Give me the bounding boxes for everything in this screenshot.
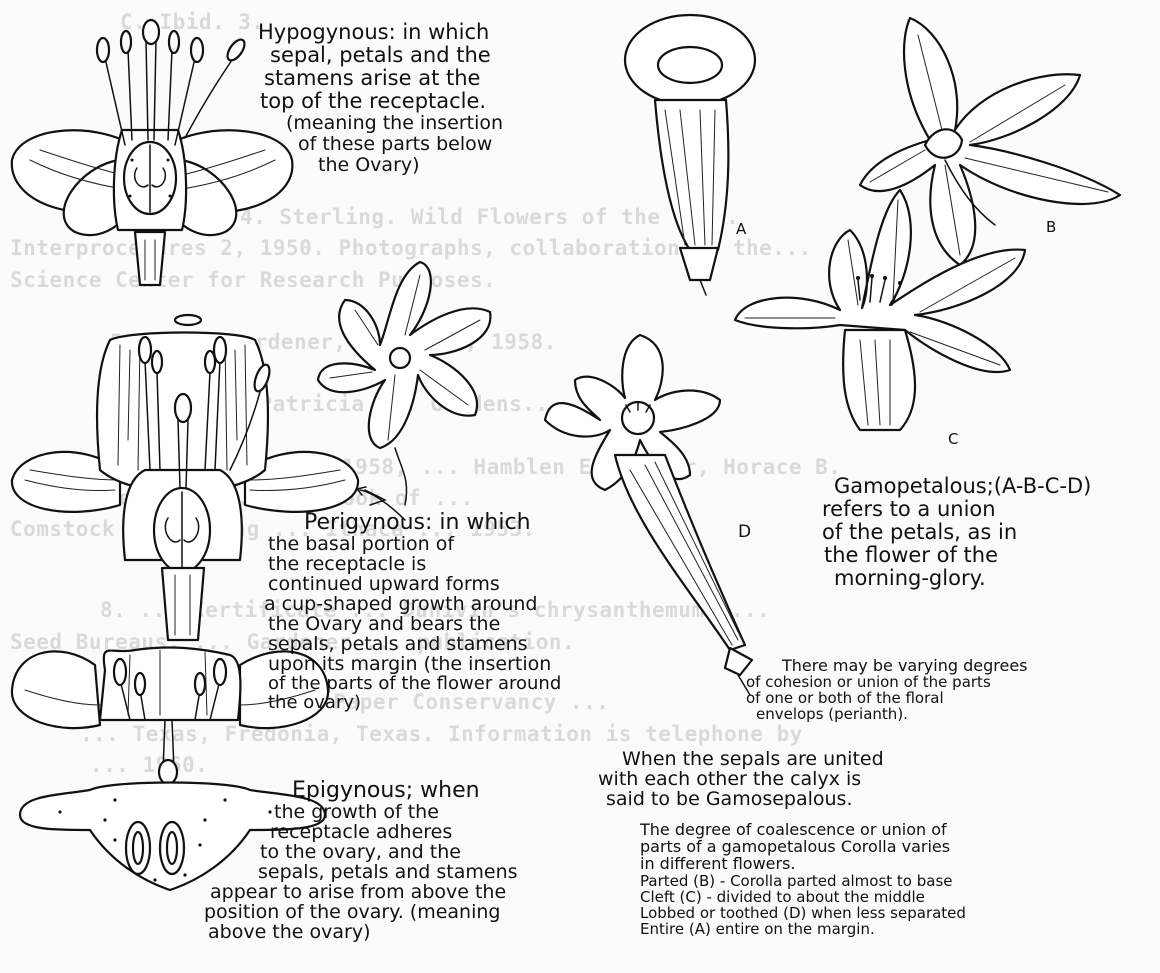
text-line: Gamopetalous;(A-B-C-D) — [834, 476, 1091, 497]
text-line: parts of a gamopetalous Corolla varies — [640, 839, 966, 855]
text-line: top of the receptacle. — [260, 91, 503, 112]
text-line: receptacle adheres — [270, 823, 518, 842]
text-line: There may be varying degrees — [782, 658, 1028, 674]
text-line: Lobbed or toothed (D) when less separate… — [640, 906, 966, 921]
label-d: D — [738, 522, 751, 542]
text-line: to the ovary, and the — [260, 843, 518, 862]
coalescence-note: The degree of coalescence or union of pa… — [640, 822, 966, 937]
text-line: of these parts below — [298, 135, 503, 154]
text-line: the Ovary and bears the — [268, 615, 561, 634]
text-line: morning-glory. — [834, 568, 1091, 589]
label-a: A — [736, 220, 746, 238]
text-line: the Ovary) — [318, 156, 503, 175]
label-c: C — [948, 430, 958, 448]
text-line: the receptacle is — [268, 555, 561, 574]
text-line: (meaning the insertion — [286, 114, 503, 133]
flower-d-drawing — [545, 335, 752, 695]
epigynous-text: Epigynous; when the growth of the recept… — [260, 780, 518, 942]
text-line: continued upward forms — [268, 575, 561, 594]
text-line: The degree of coalescence or union of — [640, 822, 966, 838]
text-line: said to be Gamosepalous. — [606, 790, 884, 809]
text-line: Perigynous: in which — [304, 512, 561, 534]
text-line: of cohesion or union of the parts — [746, 675, 1028, 690]
text-line: the ovary) — [268, 694, 561, 712]
hypogynous-text: Hypogynous: in which sepal, petals and t… — [258, 22, 503, 175]
text-line: sepal, petals and the — [270, 45, 503, 66]
text-line: Parted (B) - Corolla parted almost to ba… — [640, 874, 966, 889]
cohesion-note: There may be varying degrees of cohesion… — [746, 658, 1028, 722]
text-line: with each other the calyx is — [598, 770, 884, 789]
perigynous-text: Perigynous: in which the basal portion o… — [268, 512, 561, 712]
text-line: the growth of the — [274, 803, 518, 822]
text-line: Hypogynous: in which — [258, 22, 503, 43]
text-line: upon its margin (the insertion — [268, 655, 561, 674]
text-line: stamens arise at the — [264, 68, 503, 89]
gamopetalous-text: Gamopetalous;(A-B-C-D) refers to a union… — [822, 476, 1091, 589]
text-line: of the parts of the flower around — [268, 675, 561, 693]
text-line: Cleft (C) - divided to about the middle — [640, 890, 966, 905]
text-line: Epigynous; when — [292, 780, 518, 802]
flower-a-drawing — [625, 15, 755, 295]
text-line: in different flowers. — [640, 856, 966, 872]
text-line: refers to a union — [822, 499, 1091, 520]
text-line: sepals, petals and stamens — [258, 863, 518, 882]
text-line: envelops (perianth). — [756, 707, 1028, 722]
text-line: a cup-shaped growth around — [264, 595, 561, 614]
text-line: above the ovary) — [208, 923, 518, 942]
hypogynous-flower-drawing — [12, 20, 293, 285]
text-line: of the petals, as in — [822, 522, 1091, 543]
text-line: sepals, petals and stamens — [268, 635, 561, 654]
text-line: the flower of the — [824, 545, 1091, 566]
flower-c-drawing — [735, 190, 1025, 430]
text-line: of one or both of the floral — [746, 691, 1028, 706]
label-b: B — [1046, 218, 1056, 236]
text-line: the basal portion of — [268, 535, 561, 554]
gamosepalous-note: When the sepals are united with each oth… — [598, 750, 884, 809]
text-line: Entire (A) entire on the margin. — [640, 922, 966, 937]
text-line: position of the ovary. (meaning — [204, 903, 518, 922]
text-line: When the sepals are united — [622, 750, 884, 769]
text-line: appear to arise from above the — [210, 883, 518, 902]
